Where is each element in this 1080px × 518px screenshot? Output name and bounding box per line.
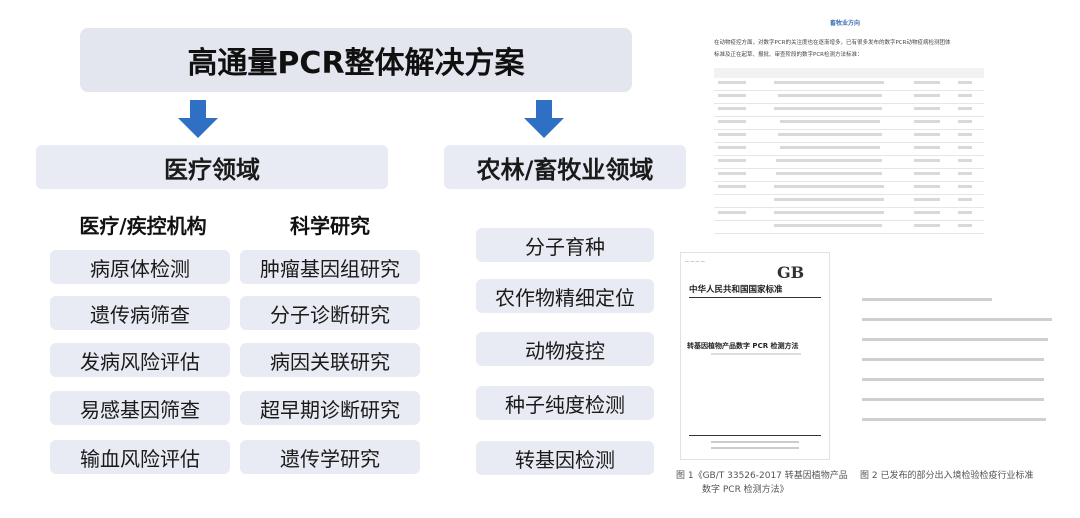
subtitle-line [711,353,801,355]
publisher-line [711,447,799,449]
figure1-caption-line2: 数字 PCR 检测方法》 [702,485,789,495]
table-row-line [714,90,984,91]
institutions-heading: 医疗/疾控机构 [79,214,207,238]
research-item: 病因关联研究 [240,343,420,377]
table-row-line [714,220,984,221]
table-rows-graphic [718,81,972,227]
research-item: 遗传学研究 [240,440,420,474]
medical-section-header: 医疗领域 [36,145,388,189]
doc-intro-line: 在动物疫控方面，对数字PCR的关注度也在逐渐增多，已有很多发布的数字PCR动物疫… [714,40,951,46]
institution-item: 遗传病筛查 [50,296,230,330]
standards-table-image: 畜牧业方向 在动物疫控方面，对数字PCR的关注度也在逐渐增多，已有很多发布的数字… [712,8,994,238]
institution-item: 输血风险评估 [50,440,230,474]
gb-logo: GB [777,263,805,282]
gb-standard-cover-image: — — — — GB 中华人民共和国国家标准 转基因植物产品数字 PCR 检测方… [680,252,830,460]
page-title: 高通量PCR整体解决方案 [80,28,632,92]
table-header-row [714,68,984,78]
divider [689,297,821,298]
agri-item: 农作物精细定位 [476,279,654,313]
agri-item: 动物疫控 [476,332,654,366]
research-item: 超早期诊断研究 [240,391,420,425]
table-row-line [714,168,984,169]
table-row-line [714,116,984,117]
table-row-line [714,103,984,104]
agri-item: 转基因检测 [476,441,654,475]
doc-intro-line: 标准及正在起草、报批、审查阶段的数字PCR检测方法标准： [714,52,863,58]
figure1-caption: 图 1《GB/T 33526-2017 转基因植物产品 [676,471,848,481]
institution-item: 易感基因筛查 [50,391,230,425]
table-row-line [714,142,984,143]
gb-org-name: 中华人民共和国国家标准 [689,285,783,295]
research-heading: 科学研究 [290,214,370,238]
research-item: 肿瘤基因组研究 [240,250,420,284]
table-row-line [714,181,984,182]
divider [689,435,821,436]
doc-heading: 畜牧业方向 [830,20,861,27]
institution-item: 病原体检测 [50,250,230,284]
agri-section-header: 农林/畜牧业领域 [444,145,686,189]
table-row-line [714,233,984,234]
institution-item: 发病风险评估 [50,343,230,377]
figure2-caption: 图 2 已发布的部分出入境检验检疫行业标准 [860,471,1034,481]
table-row-line [714,155,984,156]
standards-list-graphic [862,298,1052,421]
table-row-line [714,129,984,130]
table-row-line [714,194,984,195]
gb-doc-title: 转基因植物产品数字 PCR 检测方法 [687,342,799,350]
research-item: 分子诊断研究 [240,296,420,330]
arrow-down-icon [178,100,218,138]
agri-item: 分子育种 [476,228,654,262]
table-row-line [714,207,984,208]
arrow-down-icon [524,100,564,138]
agri-item: 种子纯度检测 [476,386,654,420]
publisher-line [711,441,799,443]
